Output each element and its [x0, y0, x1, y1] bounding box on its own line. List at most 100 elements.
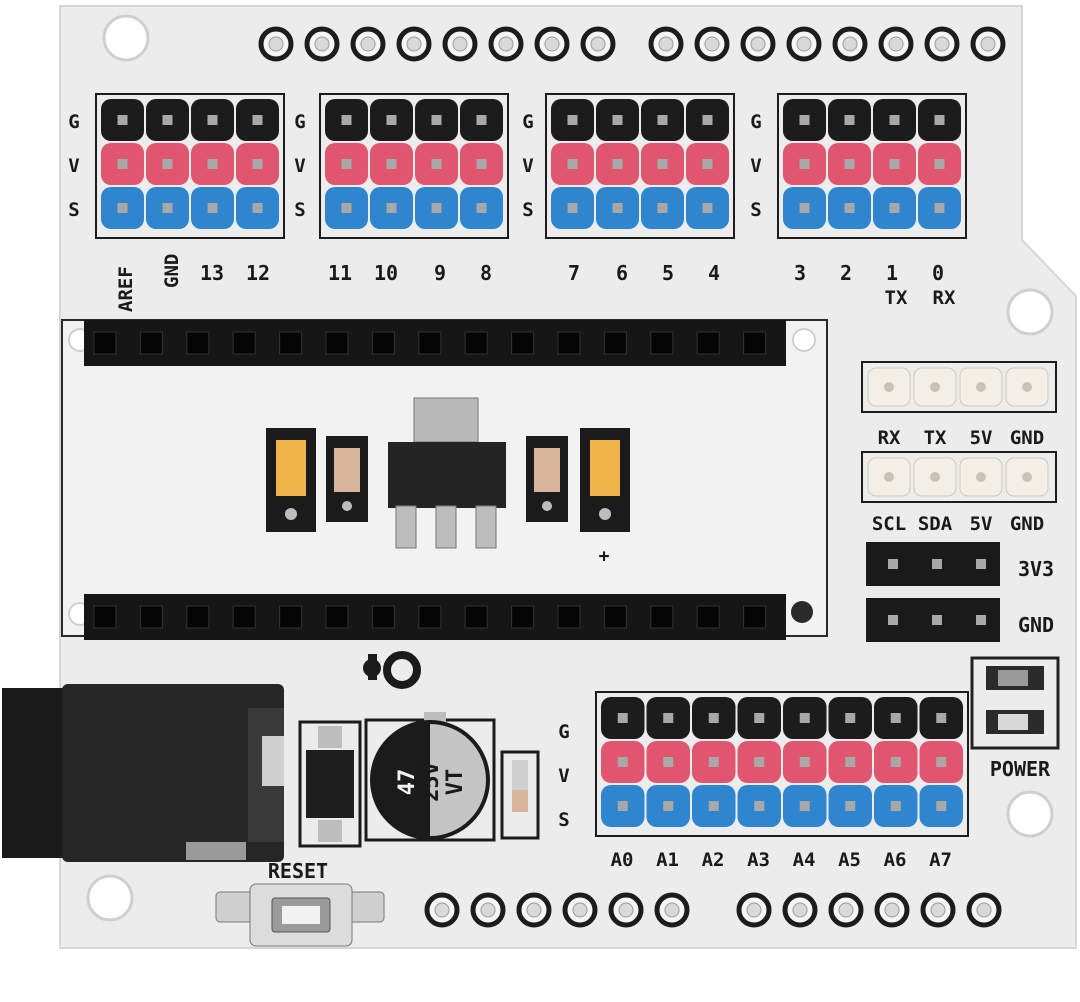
socket-hole [603, 605, 627, 629]
analog-row-labels: GVS [558, 721, 569, 831]
pin-tip [930, 472, 940, 482]
pin-tip [845, 757, 856, 767]
pin-tip [934, 115, 945, 125]
pin-label-5: 5 [662, 261, 674, 285]
socket-hole [371, 605, 395, 629]
pin-tip [431, 115, 442, 125]
socket-hole [325, 331, 349, 355]
pin-tip [932, 559, 942, 569]
pin-label-aref: AREF [115, 266, 137, 312]
through-hole-center [842, 36, 858, 52]
socket-hole [279, 605, 303, 629]
header-frame [319, 93, 509, 239]
pin-tip [1022, 472, 1032, 482]
row-label-g: G [522, 111, 533, 133]
row-label-s: S [558, 809, 569, 831]
capacitor-value: 47 [395, 769, 420, 796]
socket-hole [418, 331, 442, 355]
pin-label-3: 3 [794, 261, 806, 285]
through-hole-center [544, 36, 560, 52]
mounting-hole [1006, 790, 1054, 838]
through-hole-center [360, 36, 376, 52]
row-label-v: V [558, 765, 569, 787]
analog-gvs-headers [595, 691, 969, 837]
pin-tip [117, 115, 128, 125]
mounting-hole [791, 601, 813, 623]
pin-label-a3: A3 [747, 849, 770, 871]
dc-power-jack [2, 684, 284, 862]
serial-i2c-connectors [861, 361, 1057, 503]
through-hole-center [618, 902, 634, 918]
pin-tip [976, 559, 986, 569]
socket-hole [743, 331, 767, 355]
pin-tip [162, 159, 173, 169]
pin-tip [976, 472, 986, 482]
pin-tip [930, 382, 940, 392]
pin-tip [708, 801, 719, 811]
pin-tip [976, 615, 986, 625]
through-hole-center [452, 36, 468, 52]
through-hole-center [434, 902, 450, 918]
socket-hole [696, 605, 720, 629]
row-label-s: S [750, 199, 761, 221]
i2c-label-scl: SCL [872, 513, 906, 535]
white-connector [861, 451, 1057, 503]
pin-tip [976, 382, 986, 392]
pin-tip [890, 757, 901, 767]
pin-label-10: 10 [374, 261, 398, 285]
pin-tip [476, 115, 487, 125]
serial-label-5v: 5V [970, 427, 993, 449]
pin-tip [754, 757, 765, 767]
through-hole-center [934, 36, 950, 52]
row-label-g: G [750, 111, 761, 133]
socket-hole [557, 331, 581, 355]
tx-label: TX [885, 287, 908, 309]
through-hole-center [750, 36, 766, 52]
through-hole-center [572, 902, 588, 918]
reset-button[interactable] [215, 883, 385, 947]
mounting-hole [1006, 288, 1054, 336]
pin-label-13: 13 [200, 261, 224, 285]
socket-hole [603, 331, 627, 355]
pin-label-7: 7 [568, 261, 580, 285]
row-label-s: S [68, 199, 79, 221]
pin-tip [207, 115, 218, 125]
socket-hole [650, 605, 674, 629]
pin-label-4: 4 [708, 261, 720, 285]
i2c-label-5v: 5V [970, 513, 993, 535]
pin-tip [888, 615, 898, 625]
pin-label-1: 1 [886, 261, 898, 285]
pin-tip [162, 115, 173, 125]
pin-tip [567, 159, 578, 169]
socket-hole [93, 605, 117, 629]
pin-label-11: 11 [328, 261, 352, 285]
pin-tip [663, 801, 674, 811]
pin-tip [386, 203, 397, 213]
pin-tip [207, 159, 218, 169]
nano-socket-strips [84, 320, 786, 640]
pin-tip [844, 115, 855, 125]
pin-label-6: 6 [616, 261, 628, 285]
pin-tip [844, 203, 855, 213]
header-frame [777, 93, 967, 239]
gnd-label: GND [1018, 613, 1054, 637]
pin-tip [341, 203, 352, 213]
smd-tantalum-capacitor-left [266, 428, 316, 532]
pin-tip [754, 713, 765, 723]
socket-hole [557, 605, 581, 629]
mounting-hole [86, 874, 134, 922]
socket-hole [696, 331, 720, 355]
through-hole-center [980, 36, 996, 52]
through-hole-center [888, 36, 904, 52]
pin-tip [252, 159, 263, 169]
pin-tip [932, 615, 942, 625]
pin-tip [708, 757, 719, 767]
socket-hole [186, 605, 210, 629]
pin-tip [936, 801, 947, 811]
socket-hole [232, 605, 256, 629]
pin-label-12: 12 [246, 261, 270, 285]
pin-tip [252, 115, 263, 125]
pin-tip [936, 757, 947, 767]
pin-tip [476, 203, 487, 213]
